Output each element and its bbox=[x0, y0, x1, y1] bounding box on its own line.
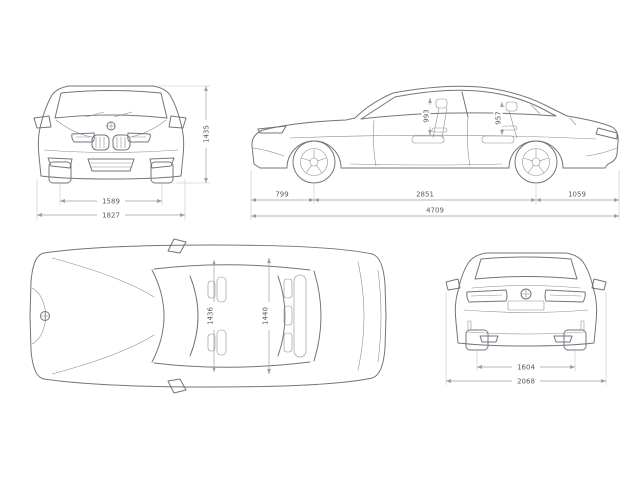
left-exhaust bbox=[479, 335, 499, 343]
right-taillight-detail bbox=[549, 294, 582, 297]
right-mirror-top bbox=[167, 378, 187, 394]
extension-lines bbox=[36, 85, 210, 220]
front-right-tire bbox=[150, 161, 174, 184]
dim-label-rear-track: 1604 bbox=[517, 364, 535, 372]
front-door-handle bbox=[431, 127, 448, 133]
left-mirror-top bbox=[167, 238, 187, 254]
center-air-intake bbox=[87, 158, 135, 172]
dim-label-width-incl-mirrors: 2068 bbox=[517, 378, 535, 386]
character-line bbox=[289, 134, 597, 140]
bmw-roundel-icon bbox=[106, 121, 116, 131]
b-pillar bbox=[461, 91, 469, 118]
dim-label-rear-interior-width: 1440 bbox=[262, 307, 270, 325]
left-reflector bbox=[467, 320, 472, 331]
left-mirror bbox=[33, 115, 52, 129]
dim-label-front-interior-width-group: 1436 bbox=[205, 302, 215, 330]
side-body-outline bbox=[251, 85, 619, 169]
left-mirror-rear bbox=[445, 278, 461, 291]
dim-label-overall-height-group: 1435 bbox=[201, 120, 211, 148]
kidney-grille-right bbox=[112, 134, 131, 151]
trunk-line bbox=[357, 261, 365, 371]
right-exhaust bbox=[553, 335, 573, 343]
rear-right-tire bbox=[563, 329, 587, 351]
roof-rear-arc bbox=[277, 275, 286, 357]
side-headlight bbox=[257, 125, 287, 134]
dim-label-front-headroom: 993 bbox=[423, 109, 431, 122]
right-mirror bbox=[168, 115, 187, 129]
trunk-bottom-line bbox=[463, 309, 589, 313]
extension-lines bbox=[445, 292, 607, 385]
front-wheel bbox=[292, 140, 336, 184]
hood-lines bbox=[51, 257, 155, 375]
c-pillar-divider bbox=[530, 104, 541, 115]
rear-window-base-arc bbox=[313, 270, 322, 362]
side-view: 993 957 799 2851 1059 4709 bbox=[250, 85, 620, 220]
front-wheel-spokes bbox=[301, 148, 327, 173]
dim-label-rear-overhang: 1059 bbox=[568, 191, 586, 199]
front-left-tire bbox=[48, 161, 72, 184]
left-taillight bbox=[466, 289, 508, 303]
side-intake-right bbox=[149, 157, 175, 169]
dim-label-front-track: 1589 bbox=[102, 198, 120, 206]
kidney-grille-left bbox=[91, 134, 110, 151]
bumper-line bbox=[43, 149, 179, 153]
front-view: 1589 1827 1435 bbox=[33, 85, 211, 220]
right-headlight bbox=[127, 132, 151, 143]
side-taillight bbox=[595, 127, 618, 140]
right-taillight bbox=[544, 289, 586, 303]
dim-label-wheelbase: 2851 bbox=[416, 191, 434, 199]
left-headlight bbox=[71, 132, 95, 143]
door-seams bbox=[373, 117, 471, 167]
side-intake-left bbox=[47, 157, 73, 169]
rear-wheel bbox=[514, 140, 558, 184]
rear-bench-top bbox=[283, 274, 307, 358]
dim-label-overall-length: 4709 bbox=[426, 207, 444, 215]
dim-label-front-overhang: 799 bbox=[275, 191, 288, 199]
trunk-top-line bbox=[471, 285, 581, 289]
rear-left-tire bbox=[465, 329, 489, 351]
roof-front-arc bbox=[189, 275, 199, 357]
windshield-base-arc bbox=[151, 269, 165, 363]
dim-label-overall-width: 1827 bbox=[102, 212, 120, 220]
dim-label-front-headroom-group: 993 bbox=[421, 105, 431, 127]
front-seat bbox=[411, 98, 448, 144]
bmw-roundel-icon bbox=[40, 311, 50, 321]
rear-wheel-spokes bbox=[523, 148, 549, 173]
rear-spoiler-edge bbox=[377, 269, 382, 363]
top-view: 1436 1440 bbox=[29, 238, 387, 394]
rear-seat bbox=[481, 101, 518, 144]
greenhouse-glass bbox=[360, 89, 557, 120]
extension-lines bbox=[250, 170, 620, 220]
front-bumper-cut bbox=[252, 147, 285, 157]
greenhouse-side-lines bbox=[153, 264, 311, 368]
hood-crease-lines bbox=[55, 119, 167, 138]
rear-view: 1604 2068 bbox=[445, 252, 607, 386]
dim-label-front-interior-width: 1436 bbox=[207, 307, 215, 325]
rear-body-outline bbox=[454, 252, 598, 347]
right-mirror-rear bbox=[591, 278, 607, 291]
license-plate-recess bbox=[507, 300, 545, 311]
trunk-shutline bbox=[569, 117, 577, 126]
left-taillight-detail bbox=[470, 294, 503, 297]
rear-window bbox=[474, 256, 578, 280]
dim-label-overall-height: 1435 bbox=[203, 125, 211, 143]
dim-label-rear-headroom: 957 bbox=[495, 111, 503, 124]
wiper-lines bbox=[85, 111, 133, 118]
right-reflector bbox=[580, 320, 585, 331]
windshield bbox=[54, 90, 168, 119]
intake-slats bbox=[89, 162, 133, 168]
front-body-outline bbox=[37, 85, 185, 180]
dim-label-rear-interior-width-group: 1440 bbox=[260, 302, 270, 330]
bmw-roundel-icon bbox=[520, 288, 532, 300]
rocker-line bbox=[349, 163, 503, 166]
grille-slats bbox=[95, 136, 126, 149]
top-body-outline bbox=[29, 244, 387, 388]
rear-bumper-line bbox=[585, 147, 618, 157]
dim-label-rear-headroom-group: 957 bbox=[493, 107, 503, 129]
bumper-lower-line bbox=[467, 331, 585, 335]
